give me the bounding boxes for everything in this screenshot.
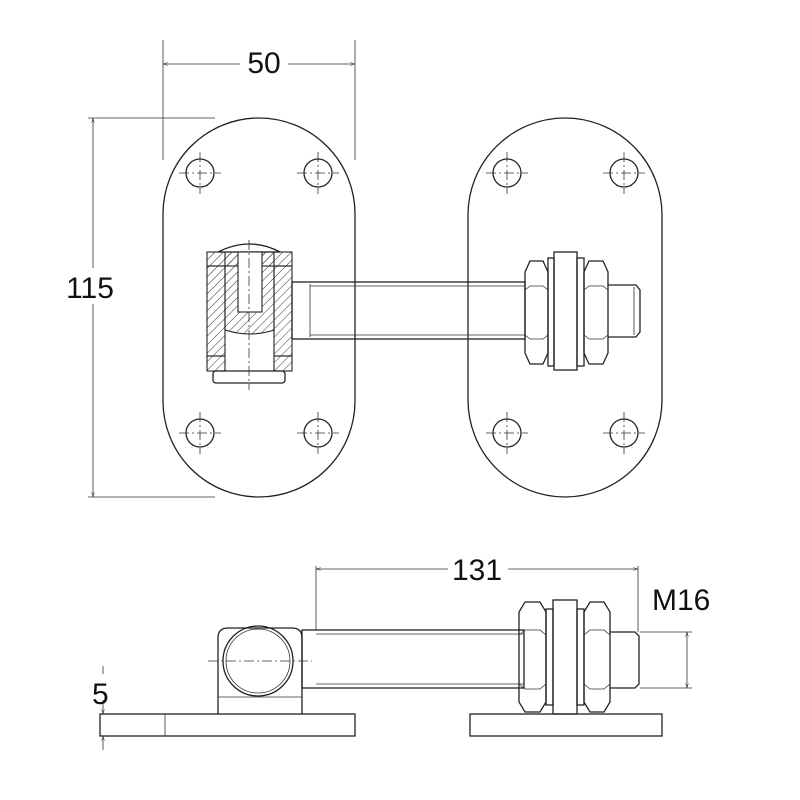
dimension-length: 131 bbox=[315, 554, 639, 632]
dimension-thickness: 5 bbox=[92, 666, 109, 750]
top-view: 50 115 bbox=[55, 40, 663, 498]
right-mounting-plate bbox=[467, 117, 663, 498]
length-dimension-label: 131 bbox=[452, 554, 502, 587]
hinge-bar-side bbox=[301, 629, 525, 689]
pin-housing-side bbox=[208, 625, 312, 714]
pin-housing-section bbox=[206, 240, 293, 390]
nuts-top bbox=[524, 251, 641, 371]
thickness-dimension-label: 5 bbox=[92, 678, 109, 711]
left-base-plate bbox=[99, 713, 356, 737]
mounting-holes bbox=[179, 152, 645, 454]
dimension-height: 115 bbox=[55, 117, 215, 498]
right-base-plate bbox=[469, 713, 663, 737]
side-view: 131 M16 5 bbox=[92, 554, 710, 750]
thread-size-label: M16 bbox=[652, 584, 710, 617]
height-dimension-label: 115 bbox=[66, 272, 114, 305]
hinge-bar-top bbox=[291, 281, 526, 340]
dimension-thread: M16 bbox=[640, 584, 710, 689]
nuts-side bbox=[518, 599, 640, 715]
dimension-width: 50 bbox=[162, 40, 356, 160]
width-dimension-label: 50 bbox=[247, 47, 280, 80]
left-mounting-plate bbox=[162, 117, 356, 498]
